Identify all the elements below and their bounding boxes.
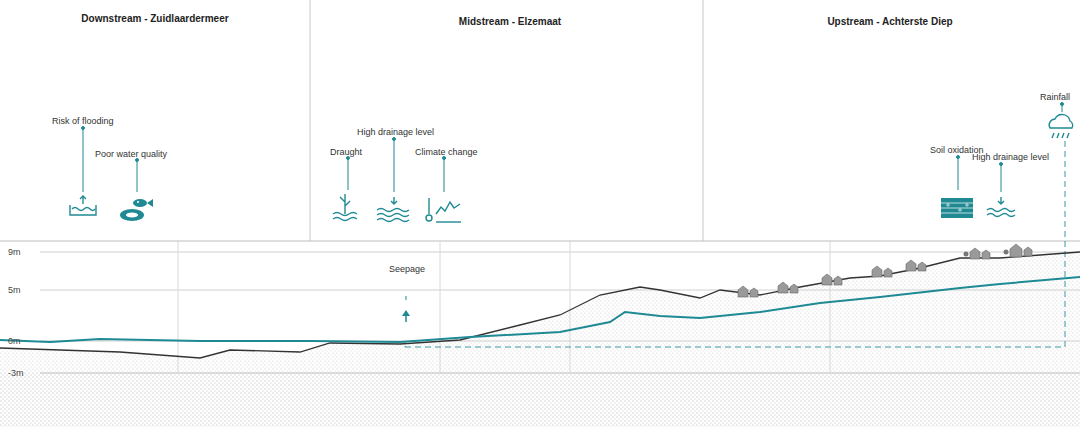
axis-value: -3m <box>8 368 24 378</box>
section-heading: Upstream - Achterste Diep <box>790 15 990 28</box>
callout-label: Draught <box>330 147 362 157</box>
callout-label: Rainfall <box>1040 92 1070 102</box>
callout-label: Risk of flooding <box>52 116 114 126</box>
axis-value: 9m <box>8 247 21 257</box>
callout-label: High drainage level <box>357 127 434 137</box>
callout-label: Seepage <box>389 264 425 274</box>
callout-label: Poor water quality <box>95 149 167 159</box>
section-heading: Downstream - Zuidlaardermeer <box>70 12 240 25</box>
axis-value: 5m <box>8 285 21 295</box>
section-heading: Midstream - Elzemaat <box>420 15 600 28</box>
axis-value: 0m <box>8 336 21 346</box>
callout-label: High drainage level <box>972 152 1049 162</box>
callout-label: Climate change <box>415 147 478 157</box>
